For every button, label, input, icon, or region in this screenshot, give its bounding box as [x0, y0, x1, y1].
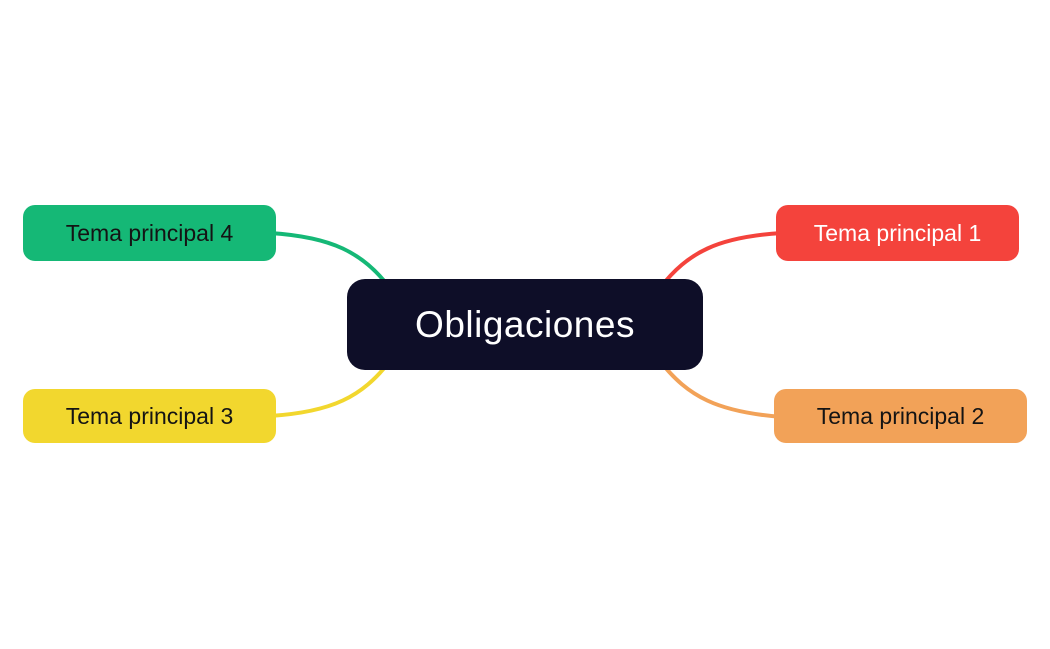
node-label: Tema principal 1	[813, 219, 982, 246]
node-label: Obligaciones	[415, 304, 635, 345]
node-tema-principal-1[interactable]: Tema principal 1	[776, 205, 1019, 261]
node-tema-principal-4[interactable]: Tema principal 4	[23, 205, 276, 261]
node-label: Tema principal 3	[65, 402, 234, 429]
node-tema-principal-3[interactable]: Tema principal 3	[23, 389, 276, 443]
node-label: Tema principal 2	[816, 402, 985, 429]
node-label: Tema principal 4	[65, 219, 234, 246]
node-root-obligaciones[interactable]: Obligaciones	[347, 279, 703, 370]
node-tema-principal-2[interactable]: Tema principal 2	[774, 389, 1027, 443]
